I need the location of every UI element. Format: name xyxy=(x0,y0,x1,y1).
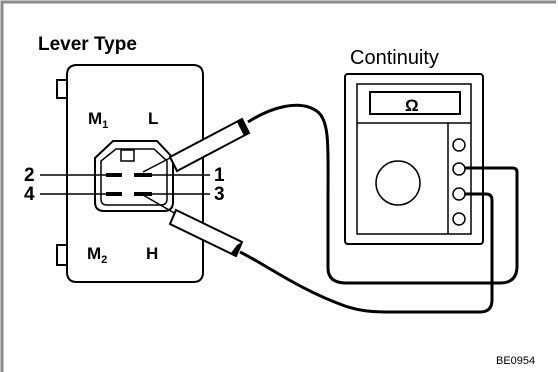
meter-jack-4 xyxy=(452,212,466,226)
diagram-title: Lever Type xyxy=(38,34,137,55)
pin-1-label: 1 xyxy=(214,165,225,186)
continuity-meter xyxy=(344,73,484,245)
figure-code: BE0954 xyxy=(496,355,535,367)
terminal-m1-label: M1 xyxy=(88,109,108,131)
meter-jack-2 xyxy=(452,162,466,176)
pin-2-label: 2 xyxy=(24,165,35,186)
pin-4-label: 4 xyxy=(24,184,35,205)
meter-jack-3 xyxy=(452,187,466,201)
terminal-m2-label: M2 xyxy=(87,244,107,266)
connector xyxy=(94,140,174,212)
terminal-h-label: H xyxy=(146,244,158,263)
meter-dial xyxy=(375,160,421,206)
switch-housing xyxy=(56,64,204,283)
meter-display xyxy=(369,91,461,115)
pin-leader-lines xyxy=(40,174,210,195)
meter-label: Continuity xyxy=(350,47,439,69)
ohm-icon: Ω xyxy=(405,96,419,115)
terminal-l-label: L xyxy=(148,109,158,128)
meter-jack-1 xyxy=(452,138,466,152)
test-probe-upper xyxy=(142,103,519,285)
test-probe-lower xyxy=(142,192,494,314)
pin-3-label: 3 xyxy=(214,184,225,205)
